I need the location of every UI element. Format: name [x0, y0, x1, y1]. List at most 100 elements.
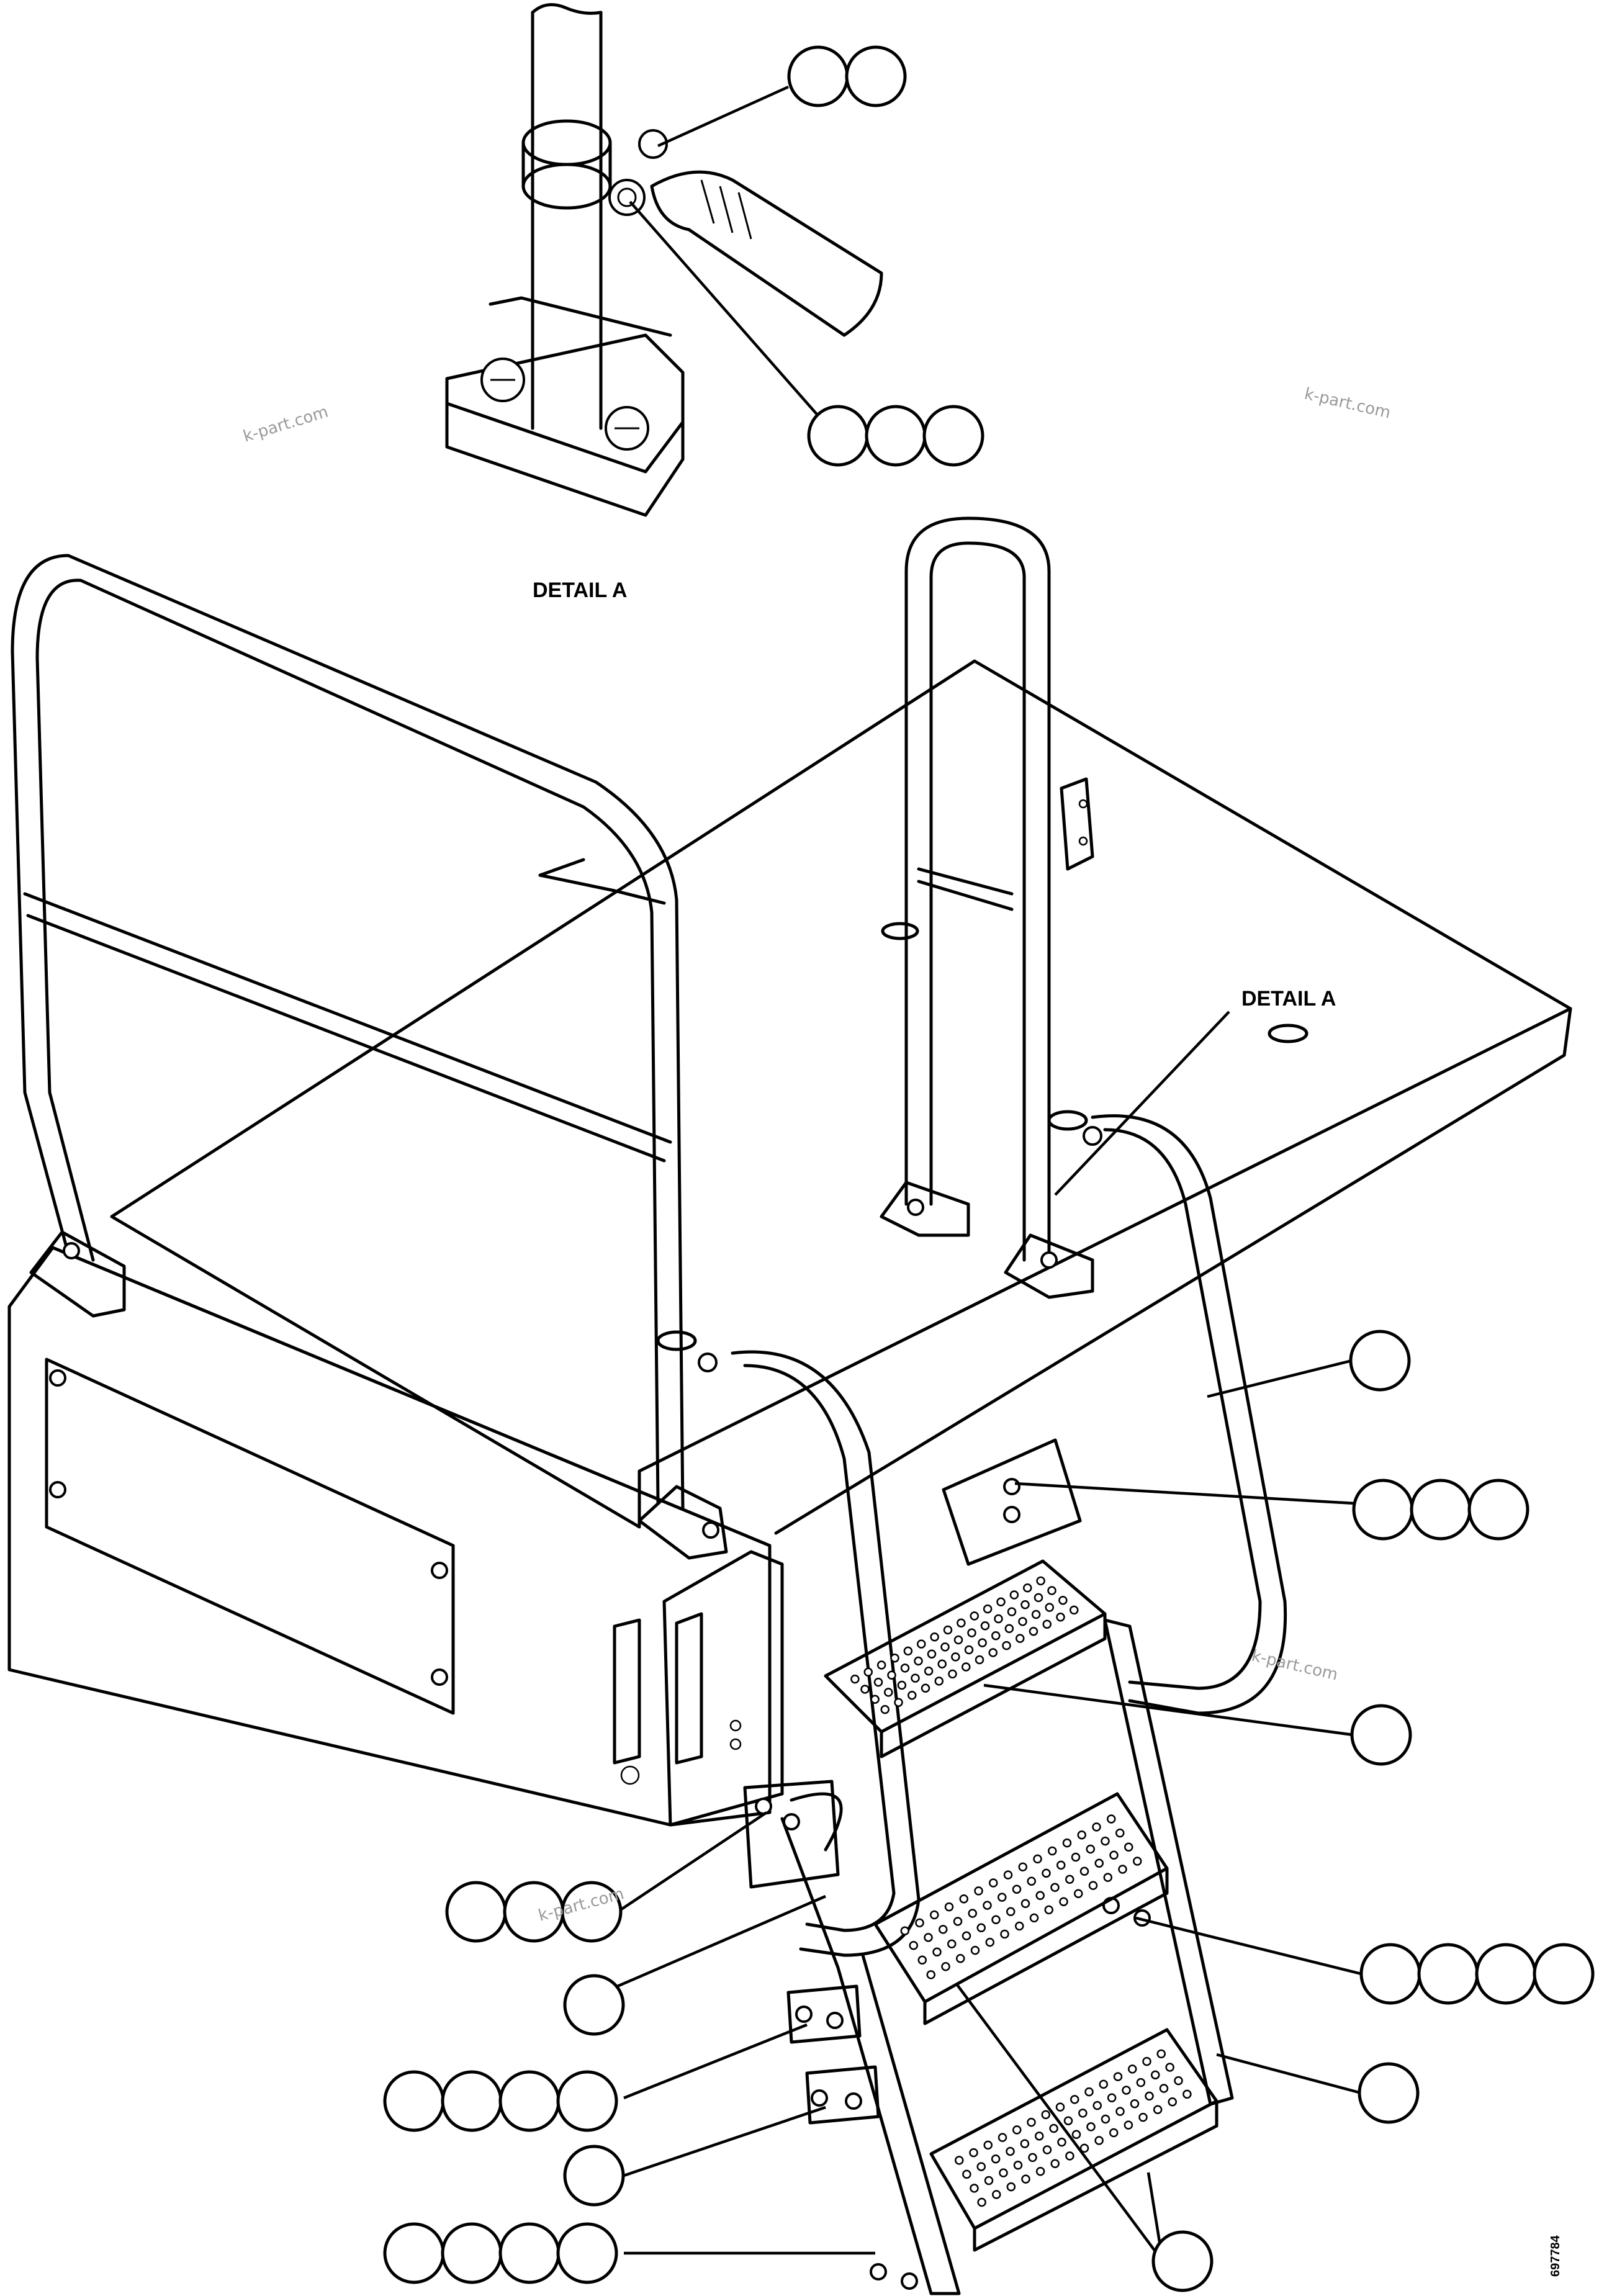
perforation-hole [1035, 1891, 1045, 1901]
perforation-hole [1006, 2146, 1015, 2156]
perforation-hole [953, 1635, 963, 1645]
perforation-hole [1020, 2139, 1030, 2148]
perforation-hole [917, 1639, 926, 1649]
perforation-hole [1092, 2100, 1102, 2110]
perforation-hole [1036, 1576, 1045, 1586]
perforation-hole [967, 1628, 976, 1637]
perforation-hole [1151, 2070, 1160, 2080]
perforation-hole [1055, 2102, 1065, 2112]
watermark: k-part.com [1302, 385, 1392, 423]
balloon [787, 45, 849, 107]
perforation-hole [941, 1962, 950, 1971]
perforation-hole [1142, 2056, 1151, 2066]
perforation-hole [957, 1618, 966, 1627]
perforation-hole [915, 1918, 924, 1928]
balloon [807, 405, 869, 467]
perforation-hole [943, 1625, 953, 1635]
perforation-hole [1086, 1844, 1095, 1854]
perforation-hole [1153, 2105, 1163, 2114]
balloon [922, 405, 984, 467]
perforation-hole [1063, 2116, 1073, 2125]
balloon [1358, 2062, 1420, 2124]
perforation-hole [894, 1698, 903, 1707]
perforation-hole [1035, 2166, 1045, 2176]
perforation-hole [1003, 1870, 1013, 1880]
perforation-hole [1079, 2143, 1089, 2153]
perforation-hole [890, 1653, 899, 1663]
leader-lines [595, 85, 1362, 2262]
callout-g10 [1358, 2062, 1420, 2124]
perforation-hole [1027, 1876, 1036, 1886]
perforation-hole [1099, 2079, 1108, 2089]
perforation-hole [926, 1970, 935, 1979]
perforation-hole [983, 1604, 993, 1614]
perforation-hole [1107, 1814, 1116, 1824]
perforation-hole [1023, 1583, 1032, 1593]
perforation-hole [976, 2162, 986, 2171]
perforation-hole [1020, 1899, 1030, 1909]
perforation-hole [1018, 1862, 1027, 1871]
perforation-hole [998, 1893, 1007, 1902]
detail-a-caption: DETAIL A [533, 579, 627, 602]
perforation-hole [887, 1670, 896, 1680]
perforation-hole [985, 1937, 994, 1947]
perforation-hole [948, 1669, 957, 1679]
perforation-hole [1007, 1607, 1017, 1616]
perforation-hole [884, 1688, 893, 1697]
callout-g13 [1151, 2230, 1214, 2292]
perforation-hole [1086, 2122, 1096, 2132]
balloon [1417, 1943, 1479, 2005]
perforation-hole [1050, 1883, 1060, 1893]
balloon [1475, 1943, 1537, 2005]
perforation-hole [944, 1902, 954, 1912]
balloon [556, 2222, 618, 2284]
perforation-hole [1094, 1858, 1104, 1868]
perforation-hole [1015, 1921, 1024, 1931]
perforation-hole [1056, 1860, 1066, 1870]
perforation-hole [976, 1923, 986, 1933]
watermark: k-part.com [1250, 1647, 1340, 1685]
perforation-hole [1034, 1593, 1043, 1603]
perforation-hole [1004, 1624, 1014, 1634]
perforation-hole [1079, 1866, 1089, 1876]
perforation-hole [947, 1939, 957, 1949]
perforation-hole [1124, 1842, 1133, 1852]
perforation-hole [1018, 1617, 1027, 1626]
perforation-hole [927, 1649, 937, 1659]
balloon [383, 2222, 445, 2284]
perforation-hole [1122, 2086, 1131, 2095]
perforation-hole [1133, 1857, 1142, 1866]
perforation-hole [991, 1915, 1001, 1925]
callout-g9 [383, 2070, 618, 2132]
perforation-hole [1042, 1619, 1052, 1629]
balloon [561, 1881, 623, 1943]
balloon [1467, 1479, 1529, 1541]
balloon [845, 45, 907, 107]
perforation-hole [1020, 1600, 1030, 1609]
perforation-hole [1059, 1897, 1068, 1907]
perforation-hole [1031, 1609, 1041, 1619]
perforation-hole [1056, 1613, 1065, 1622]
callout-g3 [1349, 1330, 1411, 1392]
perforation-hole [1109, 1850, 1119, 1860]
balloon [1533, 1943, 1595, 2005]
perforation-hole [897, 1680, 907, 1690]
callout-g4 [1352, 1479, 1529, 1541]
perforation-hole [1128, 2064, 1137, 2074]
perforation-hole [1013, 2161, 1023, 2170]
perforation-hole [1070, 1605, 1079, 1615]
perforation-hole [930, 1910, 939, 1920]
perforation-hole [1000, 1929, 1009, 1939]
balloon [563, 2145, 625, 2207]
perforation-hole [930, 1632, 939, 1642]
perforation-hole [1174, 2076, 1183, 2086]
perforation-hole [1113, 2072, 1123, 2081]
perforation-hole [1062, 1838, 1072, 1848]
perforation-hole [970, 1611, 979, 1621]
perforation-hole [969, 2148, 978, 2158]
perforation-hole [917, 1955, 927, 1965]
perforation-hole [994, 1614, 1003, 1624]
perforation-hole [970, 1945, 980, 1955]
perforation-hole [1012, 1884, 1022, 1894]
callout-g8 [1359, 1943, 1595, 2005]
